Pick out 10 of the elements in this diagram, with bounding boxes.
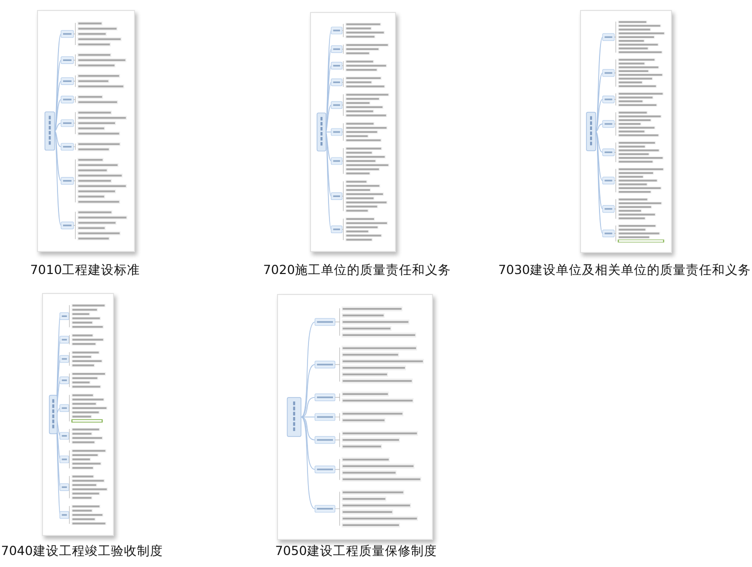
mind-map-drawing — [37, 10, 135, 252]
file-name-caption: 7030建设单位及相关单位的质量责任和义务 — [498, 262, 751, 277]
mind-map-drawing — [310, 12, 396, 252]
file-name-caption: 7010工程建设标准 — [30, 262, 140, 277]
file-name-caption: 7050建设工程质量保修制度 — [275, 543, 437, 558]
file-name-caption: 7020施工单位的质量责任和义务 — [263, 262, 451, 277]
mind-map-drawing — [277, 294, 433, 540]
mind-map-drawing — [580, 10, 672, 253]
mind-map-drawing — [42, 293, 114, 536]
file-name-caption: 7040建设工程竣工验收制度 — [1, 543, 163, 558]
